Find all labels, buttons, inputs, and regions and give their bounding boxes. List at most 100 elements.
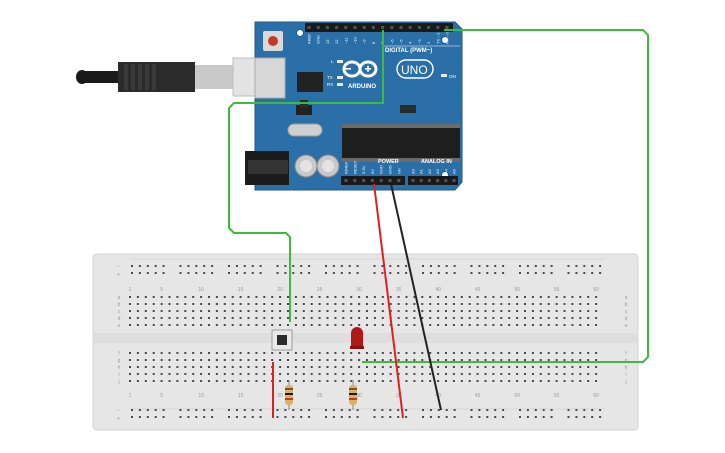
rail-hole[interactable] bbox=[308, 265, 311, 267]
breadboard-hole[interactable] bbox=[516, 296, 519, 298]
rail-hole[interactable] bbox=[486, 416, 489, 418]
breadboard-hole[interactable] bbox=[200, 296, 203, 298]
breadboard-hole[interactable] bbox=[587, 317, 590, 319]
breadboard-hole[interactable] bbox=[350, 303, 353, 305]
breadboard-hole[interactable] bbox=[460, 380, 463, 382]
breadboard-hole[interactable] bbox=[247, 373, 250, 375]
breadboard-hole[interactable] bbox=[508, 352, 511, 354]
breadboard-hole[interactable] bbox=[168, 324, 171, 326]
breadboard-hole[interactable] bbox=[539, 359, 542, 361]
digital-pin-hole[interactable] bbox=[390, 26, 394, 29]
breadboard-hole[interactable] bbox=[405, 310, 408, 312]
wire-red-5v[interactable] bbox=[373, 183, 404, 419]
rail-hole[interactable] bbox=[251, 265, 254, 267]
breadboard-hole[interactable] bbox=[508, 359, 511, 361]
breadboard-hole[interactable] bbox=[484, 317, 487, 319]
breadboard-hole[interactable] bbox=[215, 359, 218, 361]
breadboard-hole[interactable] bbox=[310, 303, 313, 305]
digital-pin-hole[interactable] bbox=[417, 26, 421, 29]
breadboard-hole[interactable] bbox=[452, 303, 455, 305]
breadboard-hole[interactable] bbox=[215, 310, 218, 312]
breadboard-hole[interactable] bbox=[302, 310, 305, 312]
breadboard-hole[interactable] bbox=[579, 359, 582, 361]
breadboard-hole[interactable] bbox=[318, 324, 321, 326]
breadboard-hole[interactable] bbox=[263, 310, 266, 312]
breadboard-hole[interactable] bbox=[342, 296, 345, 298]
rail-hole[interactable] bbox=[534, 272, 537, 274]
breadboard-hole[interactable] bbox=[302, 352, 305, 354]
rail-hole[interactable] bbox=[356, 272, 359, 274]
breadboard-hole[interactable] bbox=[279, 380, 282, 382]
breadboard-hole[interactable] bbox=[492, 359, 495, 361]
breadboard-hole[interactable] bbox=[484, 359, 487, 361]
breadboard-hole[interactable] bbox=[136, 359, 139, 361]
breadboard-hole[interactable] bbox=[500, 303, 503, 305]
breadboard-hole[interactable] bbox=[318, 303, 321, 305]
breadboard-hole[interactable] bbox=[334, 317, 337, 319]
breadboard-hole[interactable] bbox=[492, 310, 495, 312]
breadboard-hole[interactable] bbox=[595, 366, 598, 368]
power-pin-hole[interactable] bbox=[362, 179, 366, 182]
breadboard-hole[interactable] bbox=[595, 373, 598, 375]
breadboard-hole[interactable] bbox=[129, 359, 131, 361]
rail-hole[interactable] bbox=[146, 416, 149, 418]
breadboard-hole[interactable] bbox=[279, 366, 282, 368]
breadboard-hole[interactable] bbox=[445, 296, 447, 298]
rail-hole[interactable] bbox=[292, 272, 295, 274]
breadboard-hole[interactable] bbox=[302, 366, 305, 368]
analog-pin-hole[interactable] bbox=[427, 179, 431, 182]
rail-hole[interactable] bbox=[179, 265, 182, 267]
breadboard-hole[interactable] bbox=[342, 324, 345, 326]
breadboard-hole[interactable] bbox=[302, 296, 305, 298]
rail-hole[interactable] bbox=[429, 416, 432, 418]
rail-hole[interactable] bbox=[356, 416, 359, 418]
rail-hole[interactable] bbox=[381, 409, 384, 411]
breadboard-hole[interactable] bbox=[445, 373, 447, 375]
breadboard-hole[interactable] bbox=[192, 373, 195, 375]
breadboard-hole[interactable] bbox=[452, 324, 455, 326]
rail-hole[interactable] bbox=[259, 265, 262, 267]
breadboard-hole[interactable] bbox=[595, 359, 598, 361]
breadboard-hole[interactable] bbox=[539, 310, 542, 312]
breadboard-hole[interactable] bbox=[460, 373, 463, 375]
breadboard-hole[interactable] bbox=[342, 366, 345, 368]
rail-hole[interactable] bbox=[131, 265, 133, 267]
breadboard-hole[interactable] bbox=[263, 317, 266, 319]
breadboard-hole[interactable] bbox=[184, 296, 187, 298]
breadboard-hole[interactable] bbox=[595, 310, 598, 312]
breadboard-hole[interactable] bbox=[437, 352, 440, 354]
breadboard-hole[interactable] bbox=[176, 310, 179, 312]
breadboard-hole[interactable] bbox=[231, 303, 234, 305]
rail-hole[interactable] bbox=[534, 265, 537, 267]
breadboard-hole[interactable] bbox=[421, 310, 424, 312]
rail-hole[interactable] bbox=[429, 265, 432, 267]
breadboard-hole[interactable] bbox=[500, 317, 503, 319]
breadboard-hole[interactable] bbox=[429, 352, 432, 354]
breadboard-hole[interactable] bbox=[200, 324, 203, 326]
breadboard-hole[interactable] bbox=[389, 303, 392, 305]
breadboard-hole[interactable] bbox=[358, 373, 361, 375]
breadboard-hole[interactable] bbox=[587, 310, 590, 312]
usb-plug-icon[interactable] bbox=[76, 57, 286, 97]
breadboard-hole[interactable] bbox=[255, 366, 258, 368]
rail-hole[interactable] bbox=[405, 272, 408, 274]
analog-pin-hole[interactable] bbox=[444, 179, 448, 182]
rail-hole[interactable] bbox=[583, 265, 586, 267]
breadboard-hole[interactable] bbox=[547, 324, 550, 326]
breadboard-hole[interactable] bbox=[437, 373, 440, 375]
breadboard-hole[interactable] bbox=[144, 359, 147, 361]
rail-hole[interactable] bbox=[437, 416, 440, 418]
rail-hole[interactable] bbox=[251, 416, 254, 418]
breadboard-hole[interactable] bbox=[176, 303, 179, 305]
breadboard-hole[interactable] bbox=[421, 366, 424, 368]
breadboard-hole[interactable] bbox=[484, 352, 487, 354]
breadboard-hole[interactable] bbox=[152, 373, 155, 375]
breadboard-hole[interactable] bbox=[208, 310, 210, 312]
breadboard-hole[interactable] bbox=[152, 296, 155, 298]
breadboard-hole[interactable] bbox=[531, 324, 534, 326]
breadboard-hole[interactable] bbox=[318, 296, 321, 298]
breadboard-hole[interactable] bbox=[587, 352, 590, 354]
breadboard-hole[interactable] bbox=[373, 324, 376, 326]
breadboard-hole[interactable] bbox=[294, 310, 297, 312]
breadboard-hole[interactable] bbox=[579, 366, 582, 368]
